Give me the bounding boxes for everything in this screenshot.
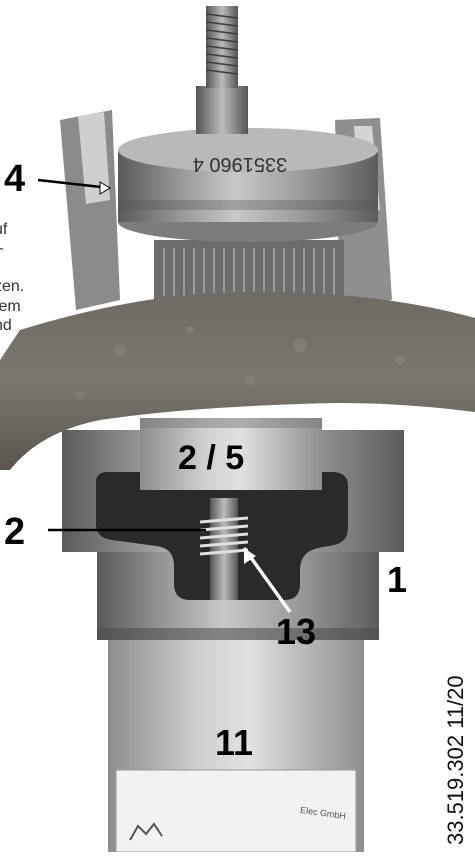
text-fragment: tem <box>0 298 21 315</box>
text-fragment: zen. <box>0 278 25 295</box>
callout-11: 11 <box>215 722 254 763</box>
text-fragment: uf <box>0 221 8 238</box>
text-fragment: nd <box>0 317 12 334</box>
inner-shaft <box>210 498 238 600</box>
callout-2-5: 2 / 5 <box>178 439 245 477</box>
pointer-4 <box>37 178 111 190</box>
clamp-bar <box>0 291 475 470</box>
callout-13: 13 <box>276 611 317 652</box>
text-fragment: t- <box>0 241 4 257</box>
logo-icon <box>129 822 163 841</box>
callout-4: 4 <box>4 158 26 200</box>
top-cap-face <box>118 128 378 172</box>
engraved-part-number: 3351960 4 <box>193 153 288 175</box>
ring-part <box>140 418 322 490</box>
bolt-neck <box>196 86 248 134</box>
product-label <box>115 769 357 853</box>
document-reference: 33.519.302 11/20 <box>443 675 468 845</box>
callout-2: 2 <box>4 511 26 553</box>
callout-1: 1 <box>387 559 408 600</box>
